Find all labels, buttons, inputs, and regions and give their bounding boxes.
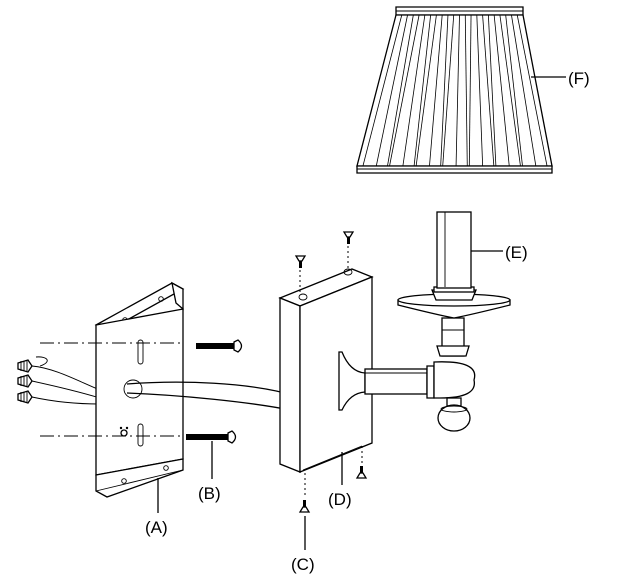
shade-pleat-line [389,14,420,167]
shade-pleats [362,14,548,167]
shade-pleat-line [362,14,403,167]
mounting-screw-bottom [186,430,237,444]
shade-pleat-line [516,14,548,167]
supply-wires [31,356,101,405]
shade-pleat-line [468,14,472,167]
fixture-wire [126,381,297,411]
shade-pleat-line [499,14,521,167]
backplate-screw-bottom-right [355,466,368,479]
shade-pleat-line [415,14,437,167]
shade-pleat-line [464,14,468,167]
shade-pleat-line [493,14,510,167]
arm-assembly [338,211,511,432]
shade-pleat-line [487,14,497,167]
shade-pleat-line [429,14,443,167]
wire-nuts [17,359,33,404]
shade-pleat-line [455,14,460,167]
shade-pleat-line [440,14,449,167]
label-f: (F) [568,69,590,88]
label-d: (D) [328,490,352,509]
backplate-screw-bottom-left [298,500,311,513]
wire-nut-middle [17,374,33,388]
shade-pleat-line [442,14,455,167]
shade-pleat-line [482,14,495,167]
shade-pleat-line [375,14,408,167]
wire-nut-bottom [17,390,33,404]
backplate-screw-top-right [342,231,355,244]
shade-pleat-line [402,14,426,167]
backplate-screw-top-left [294,255,307,268]
lamp-shade [356,6,553,174]
shade-pleat-line [505,14,523,167]
shade-pleat-line [387,14,414,167]
shade-pleat-line [476,14,484,167]
label-e: (E) [505,243,528,262]
mounting-plate [94,281,185,498]
shade-pleat-line [413,14,432,167]
label-c: (C) [291,555,315,574]
shade-pleat-line [511,14,537,167]
mounting-screw-top [196,339,243,353]
label-a: (A) [145,518,168,537]
backplate [278,268,374,473]
wire-nut-top [17,359,33,373]
label-b: (B) [198,484,221,503]
